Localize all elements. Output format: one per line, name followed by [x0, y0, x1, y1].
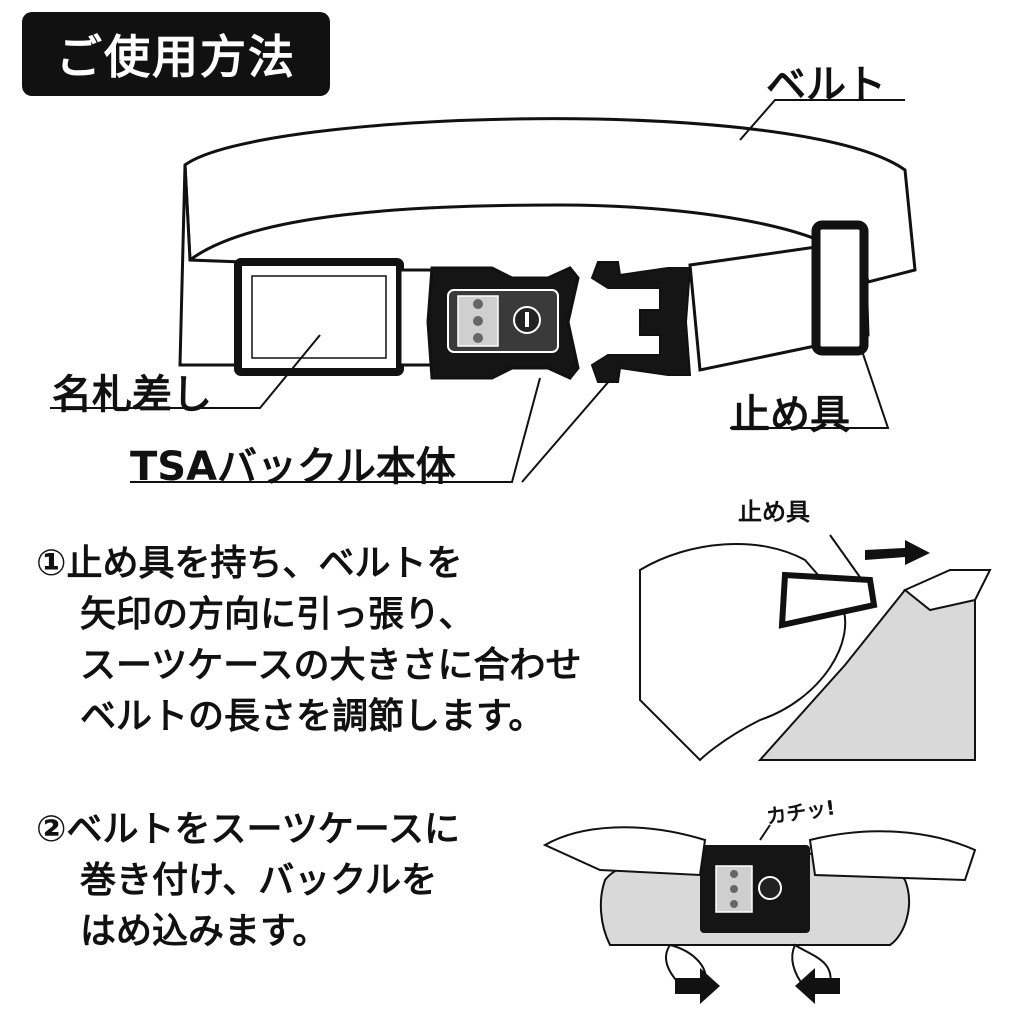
step1-illustration — [639, 534, 992, 762]
tsa-buckle-body — [426, 266, 580, 380]
stopper — [811, 220, 869, 356]
step-1-line: 矢印の方向に引っ張り、 — [80, 594, 475, 635]
name-tag-holder — [234, 258, 434, 376]
belt-label: ベルト — [766, 62, 886, 108]
step-2-text: ②ベルトをスーツケースに 巻き付け、バックルを はめ込みます。 — [36, 804, 460, 957]
buckle-clip — [590, 261, 692, 383]
buckle-leader-2 — [521, 379, 611, 483]
page-title: ご使用方法 — [22, 12, 330, 96]
tsa-buckle-label: TSAバックル本体 — [130, 444, 456, 490]
stopper-leader — [730, 344, 890, 429]
step-2-line: ②ベルトをスーツケースに — [36, 809, 460, 850]
name-tag-label: 名札差し — [52, 372, 212, 418]
step-1-line: ①止め具を持ち、ベルトを — [36, 543, 463, 584]
name-tag-leader — [50, 334, 321, 409]
buckle-leader-1 — [130, 377, 541, 483]
belt-leader — [739, 99, 905, 141]
leader-lines — [50, 99, 905, 483]
stopper-label: 止め具 — [730, 392, 850, 438]
stopper-small-label: 止め具 — [738, 498, 810, 526]
step2-illustration — [542, 824, 977, 1004]
step-2-line: はめ込みます。 — [80, 911, 329, 952]
step-1-line: スーツケースの大きさに合わせ — [80, 645, 582, 686]
step-1-text: ①止め具を持ち、ベルトを 矢印の方向に引っ張り、 スーツケースの大きさに合わせ … — [36, 538, 581, 742]
step-2-line: 巻き付け、バックルを — [80, 860, 438, 901]
step-1-line: ベルトの長さを調節します。 — [80, 696, 545, 737]
